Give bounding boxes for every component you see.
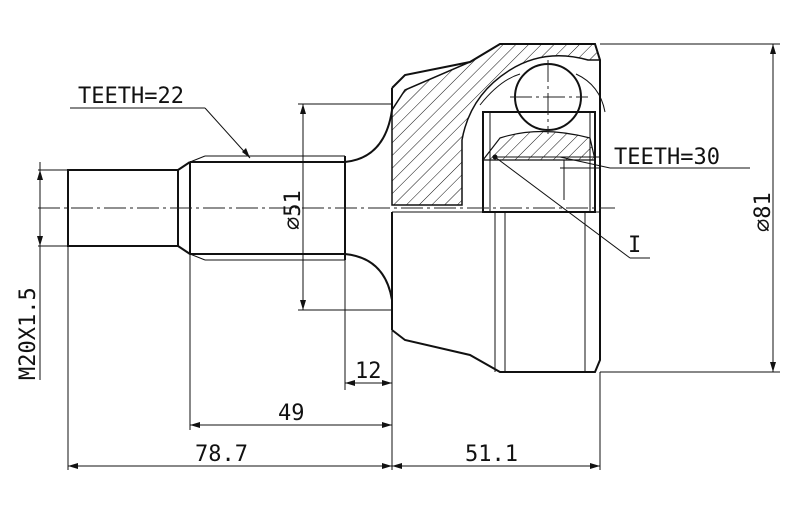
section-hatch-upper <box>391 43 602 206</box>
leader-marker-i <box>494 156 631 259</box>
shaft-diameter-label: ⌀51 <box>281 190 306 230</box>
leader-teeth22 <box>204 107 251 159</box>
splined-shaft <box>189 155 346 261</box>
dimension-lines <box>37 43 780 470</box>
teeth-30-label: TEETH=30 <box>614 145 720 170</box>
neck-lower <box>344 253 393 330</box>
inner-race-hatch <box>481 130 596 161</box>
thread-spec-label: M20X1.5 <box>16 287 41 380</box>
bell-diameter-label: ⌀81 <box>751 192 776 232</box>
dim-78-7-label: 78.7 <box>195 442 248 467</box>
marker-i-label: I <box>628 233 641 258</box>
leader-teeth30 <box>559 156 611 169</box>
neck-upper <box>344 88 393 163</box>
teeth-22-label: TEETH=22 <box>78 84 184 109</box>
dim-51-1-label: 51.1 <box>465 442 518 467</box>
inner-race <box>481 111 600 213</box>
joint-outline <box>67 43 606 373</box>
dim-12-label: 12 <box>355 359 382 384</box>
dim-49-label: 49 <box>278 401 305 426</box>
